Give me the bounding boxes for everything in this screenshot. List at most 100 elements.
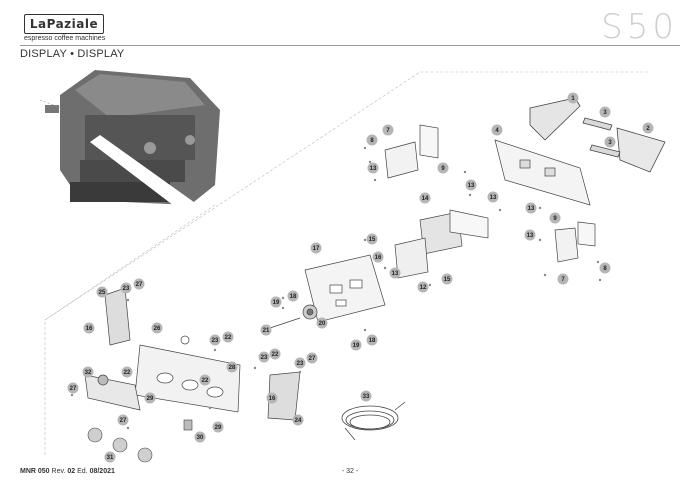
callout-c26: 26 (151, 322, 163, 334)
callout-c3a: 3 (599, 106, 611, 118)
callout-number: 33 (363, 394, 370, 400)
callout-number: 17 (313, 246, 320, 252)
callout-bubble (366, 134, 378, 146)
callout-number: 24 (295, 418, 302, 424)
callout-number: 25 (99, 290, 106, 296)
callout-bubble (360, 390, 372, 402)
callout-bubble (524, 229, 536, 241)
callout-c27a: 27 (133, 278, 145, 290)
callout-c7a: 7 (382, 124, 394, 136)
callout-bubble (212, 421, 224, 433)
callout-number: 20 (319, 321, 326, 327)
callout-number: 27 (309, 356, 316, 362)
callout-c24: 24 (292, 414, 304, 426)
callout-c9b: 9 (549, 212, 561, 224)
callout-c31: 31 (104, 451, 116, 463)
callout-number: 27 (70, 386, 77, 392)
callout-number: 7 (561, 277, 565, 283)
callout-c22d: 22 (199, 374, 211, 386)
callout-number: 15 (444, 277, 451, 283)
callout-bubble (557, 273, 569, 285)
callout-c27d: 27 (117, 414, 129, 426)
callout-bubble (199, 374, 211, 386)
callout-number: 3 (608, 140, 612, 146)
section-title: DISPLAY • DISPLAY (20, 48, 125, 60)
callout-number: 8 (370, 138, 374, 144)
callout-number: 30 (197, 435, 204, 441)
callout-bubble (437, 162, 449, 174)
knob-assembly (269, 304, 318, 329)
callout-bubble (294, 357, 306, 369)
callout-c18a: 18 (287, 290, 299, 302)
pcb-boards (384, 124, 596, 279)
callout-bubble (306, 352, 318, 364)
callout-number: 28 (229, 365, 236, 371)
callout-number: 13 (528, 206, 535, 212)
page-number: - 32 - (341, 468, 359, 475)
ed-date: 08/2021 (89, 468, 115, 475)
callout-bubble (292, 414, 304, 426)
callout-number: 8 (603, 266, 607, 272)
callout-c29b: 29 (212, 421, 224, 433)
callout-number: 4 (495, 128, 499, 134)
callout-bubble (382, 124, 394, 136)
callout-c22c: 22 (121, 366, 133, 378)
callout-c27b: 27 (306, 352, 318, 364)
callout-number: 32 (85, 370, 92, 376)
callout-number: 9 (553, 216, 557, 222)
screws (70, 146, 602, 430)
brand-logo-text: LaPaziale (29, 17, 99, 31)
callout-c13d: 13 (525, 202, 537, 214)
callout-c14: 14 (419, 192, 431, 204)
callout-bubble (269, 348, 281, 360)
callout-number: 16 (269, 396, 276, 402)
callout-bubble (226, 361, 238, 373)
callout-bubble (525, 202, 537, 214)
rev-number: 02 (67, 468, 76, 475)
callout-c1: 1 (567, 92, 579, 104)
callout-c16c: 16 (266, 392, 278, 404)
callout-c30: 30 (194, 431, 206, 443)
callout-c7b: 7 (557, 273, 569, 285)
callout-c19a: 19 (270, 296, 282, 308)
callout-number: 19 (273, 300, 280, 306)
callout-number: 19 (353, 343, 360, 349)
callout-number: 29 (215, 425, 222, 431)
callout-bubble (144, 392, 156, 404)
header-divider (20, 45, 680, 46)
footer-doc-info: MNR 050 Rev. 02 Ed. 08/2021 (20, 468, 115, 475)
callout-bubble (96, 286, 108, 298)
callout-bubble (258, 351, 270, 363)
gasket-parts (529, 97, 666, 173)
callout-bubble (260, 324, 272, 336)
callout-bubble (133, 278, 145, 290)
callout-bubble (487, 191, 499, 203)
callout-bubble (209, 334, 221, 346)
callout-c23d: 23 (294, 357, 306, 369)
callout-number: 22 (124, 370, 131, 376)
callout-number: 27 (136, 282, 143, 288)
callout-number: 22 (202, 378, 209, 384)
callout-bubble (350, 339, 362, 351)
callout-number: 18 (369, 338, 376, 344)
callout-bubble (104, 451, 116, 463)
machine-overview (39, 70, 220, 218)
callout-c13b: 13 (465, 179, 477, 191)
callout-c20: 20 (316, 317, 328, 329)
display-panel (304, 254, 386, 323)
callout-bubble (366, 233, 378, 245)
callout-c23a: 23 (120, 282, 132, 294)
callout-bubble (417, 281, 429, 293)
callout-bubble (367, 162, 379, 174)
callout-c13a: 13 (367, 162, 379, 174)
callout-bubble (287, 290, 299, 302)
callout-bubble (266, 392, 278, 404)
callout-bubble (151, 322, 163, 334)
callout-number: 9 (441, 166, 445, 172)
callout-bubble (491, 124, 503, 136)
callout-number: 23 (297, 361, 304, 367)
callout-c22b: 22 (269, 348, 281, 360)
callout-bubble (599, 262, 611, 274)
callout-c4: 4 (491, 124, 503, 136)
